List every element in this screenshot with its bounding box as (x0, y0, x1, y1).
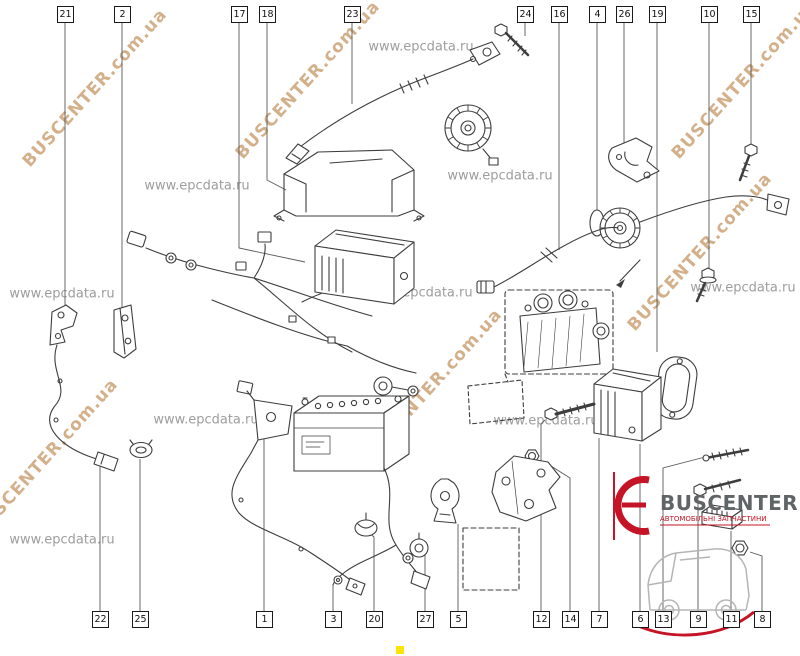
callout-26[interactable]: 26 (616, 6, 633, 23)
logo-swoosh (633, 610, 755, 637)
callout-20[interactable]: 20 (366, 611, 383, 628)
callout-9[interactable]: 9 (690, 611, 707, 628)
grommet-20 (354, 512, 378, 537)
logo-name: BUSCENTER (660, 491, 798, 515)
nut-8 (731, 540, 749, 556)
wiring-harness (126, 230, 419, 397)
dashed-placeholder-box (462, 527, 520, 591)
callout-7[interactable]: 7 (591, 611, 608, 628)
right-wheel-sensor (639, 143, 790, 223)
callout-12[interactable]: 12 (533, 611, 550, 628)
ecu-module (314, 229, 415, 305)
bolt-10 (695, 267, 717, 303)
connector-block-11 (701, 504, 743, 530)
callout-27[interactable]: 27 (417, 611, 434, 628)
callout-23[interactable]: 23 (344, 6, 361, 23)
callout-1[interactable]: 1 (256, 611, 273, 628)
yellow-marker (396, 646, 404, 654)
stud-13 (702, 447, 750, 462)
callout-6[interactable]: 6 (632, 611, 649, 628)
clamp-bracket-5 (430, 478, 460, 524)
callout-15[interactable]: 15 (743, 6, 760, 23)
callout-10[interactable]: 10 (701, 6, 718, 23)
callout-11[interactable]: 11 (723, 611, 740, 628)
callout-22[interactable]: 22 (92, 611, 109, 628)
sensor-bracket-plate (113, 304, 137, 359)
top-sensor-cable (285, 41, 501, 165)
callout-21[interactable]: 21 (57, 6, 74, 23)
leader-lines (64, 21, 763, 611)
tone-ring-top (444, 104, 499, 166)
abs-hydraulic-unit (467, 259, 641, 425)
callout-8[interactable]: 8 (754, 611, 771, 628)
control-module (593, 368, 662, 442)
callout-24[interactable]: 24 (517, 6, 534, 23)
left-wheel-sensor-assembly (49, 304, 119, 472)
callout-2[interactable]: 2 (114, 6, 131, 23)
rear-sensor-cable (476, 226, 619, 294)
callout-17[interactable]: 17 (231, 6, 248, 23)
callout-25[interactable]: 25 (132, 611, 149, 628)
bolt-12 (544, 402, 596, 421)
lower-cable-run (332, 467, 431, 590)
bolt-9 (693, 478, 742, 497)
front-wheel-sensor-assembly (231, 380, 366, 596)
callout-13[interactable]: 13 (655, 611, 672, 628)
callout-5[interactable]: 5 (450, 611, 467, 628)
mounting-bracket (491, 455, 561, 522)
callout-14[interactable]: 14 (562, 611, 579, 628)
callout-19[interactable]: 19 (649, 6, 666, 23)
logo-symbol-icon (614, 476, 650, 535)
callout-3[interactable]: 3 (325, 611, 342, 628)
sensor-bracket-26 (608, 137, 660, 183)
logo-tagline: АВТОМОБІЛЬНІ ЗАПЧАСТИНИ (660, 515, 766, 523)
grommet-27 (409, 532, 429, 558)
callout-4[interactable]: 4 (589, 6, 606, 23)
callout-16[interactable]: 16 (551, 6, 568, 23)
battery (293, 395, 410, 472)
bolt-24 (494, 23, 530, 57)
callout-18[interactable]: 18 (259, 6, 276, 23)
ecu-bracket-cover (273, 149, 425, 222)
cable-grommet (129, 439, 153, 459)
